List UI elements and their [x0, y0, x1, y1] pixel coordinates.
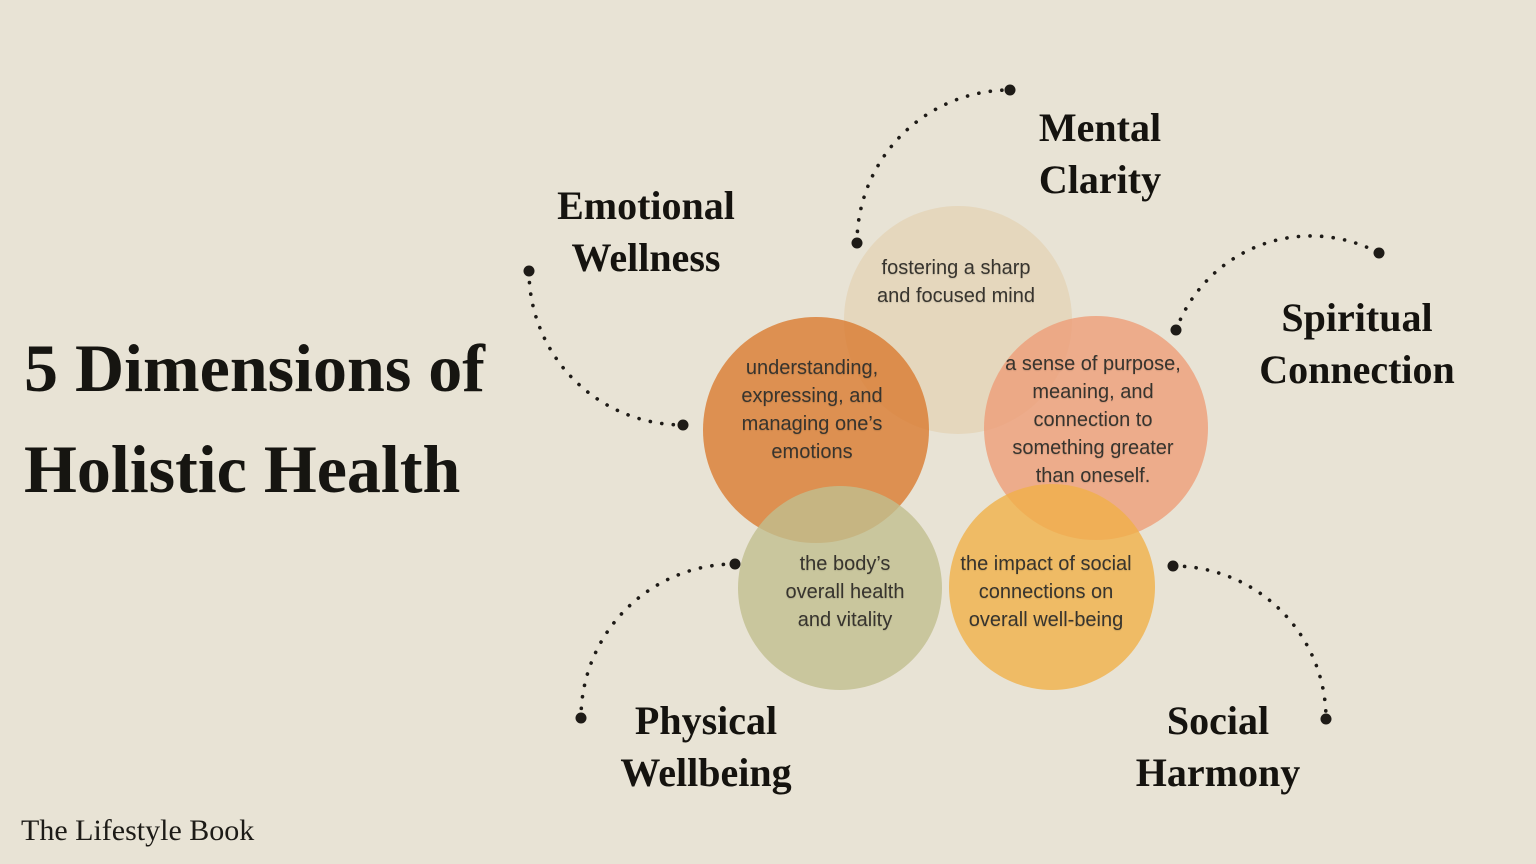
connector-arc-physical-wellbeing	[579, 562, 737, 720]
description-line: understanding,	[745, 357, 879, 379]
description-line: something greater	[1012, 437, 1174, 459]
connector-arc-spiritual-connection	[1174, 234, 1381, 332]
connector-dot	[523, 265, 535, 277]
page-title-line: Holistic Health	[24, 431, 461, 507]
connector-dot	[729, 558, 741, 570]
label-physical-wellbeing: Physical Wellbeing	[620, 695, 791, 799]
label-line: Harmony	[1135, 750, 1301, 795]
description-line: and focused mind	[877, 285, 1035, 307]
label-mental-clarity: Mental Clarity	[1039, 102, 1161, 206]
label-line: Physical	[634, 698, 778, 743]
description-line: connection to	[1033, 409, 1153, 431]
label-line: Wellbeing	[620, 750, 792, 795]
dimension-circles	[703, 206, 1208, 690]
description-line: managing one’s	[741, 413, 883, 435]
label-line: Spiritual	[1281, 295, 1433, 340]
page-title: 5 Dimensions of Holistic Health	[24, 318, 485, 520]
description-spiritual-connection: a sense of purpose, meaning, and connect…	[1005, 350, 1181, 490]
label-line: Clarity	[1038, 157, 1162, 202]
description-line: the impact of social	[960, 553, 1132, 575]
page-title-line: 5 Dimensions of	[24, 330, 485, 406]
description-line: emotions	[771, 441, 853, 463]
connector-arcs	[527, 88, 1381, 721]
connector-dot	[677, 419, 689, 431]
description-line: and vitality	[797, 609, 893, 631]
circle-emotional-wellness	[703, 317, 929, 543]
description-physical-wellbeing: the body’s overall health and vitality	[786, 550, 905, 634]
description-line: than oneself.	[1035, 465, 1151, 487]
description-social-harmony: the impact of social connections on over…	[960, 550, 1131, 634]
brand-name: The Lifestyle Book	[21, 814, 255, 847]
label-line: Social	[1166, 698, 1270, 743]
label-emotional-wellness: Emotional Wellness	[557, 180, 735, 284]
circle-spiritual-connection	[984, 316, 1208, 540]
description-mental-clarity: fostering a sharp and focused mind	[877, 254, 1035, 310]
circle-social-harmony	[949, 484, 1155, 690]
circle-physical-wellbeing	[738, 486, 942, 690]
description-line: expressing, and	[741, 385, 883, 407]
connector-dot	[1170, 324, 1182, 336]
description-line: overall health	[785, 581, 905, 603]
description-line: the body’s	[799, 553, 891, 575]
connector-arc-mental-clarity	[855, 88, 1012, 245]
description-line: meaning, and	[1032, 381, 1154, 403]
label-line: Mental	[1038, 105, 1162, 150]
label-line: Connection	[1259, 347, 1455, 392]
connector-dot	[1167, 560, 1179, 572]
description-line: a sense of purpose,	[1005, 353, 1181, 375]
label-social-harmony: Social Harmony	[1136, 695, 1300, 799]
label-line: Wellness	[571, 235, 721, 280]
connector-dot	[1320, 713, 1332, 725]
connector-dot	[1004, 84, 1016, 96]
description-line: overall well-being	[968, 609, 1124, 631]
connector-dot	[851, 237, 863, 249]
connector-arc-emotional-wellness	[527, 269, 685, 427]
label-spiritual-connection: Spiritual Connection	[1259, 292, 1455, 396]
label-line: Emotional	[557, 183, 735, 228]
description-emotional-wellness: understanding, expressing, and managing …	[741, 354, 882, 466]
description-line: fostering a sharp	[881, 257, 1031, 279]
description-line: connections on	[978, 581, 1114, 603]
connector-end-dots	[523, 84, 1385, 725]
connector-dot	[575, 712, 587, 724]
connector-arc-social-harmony	[1171, 564, 1328, 721]
connector-dot	[1373, 247, 1385, 259]
